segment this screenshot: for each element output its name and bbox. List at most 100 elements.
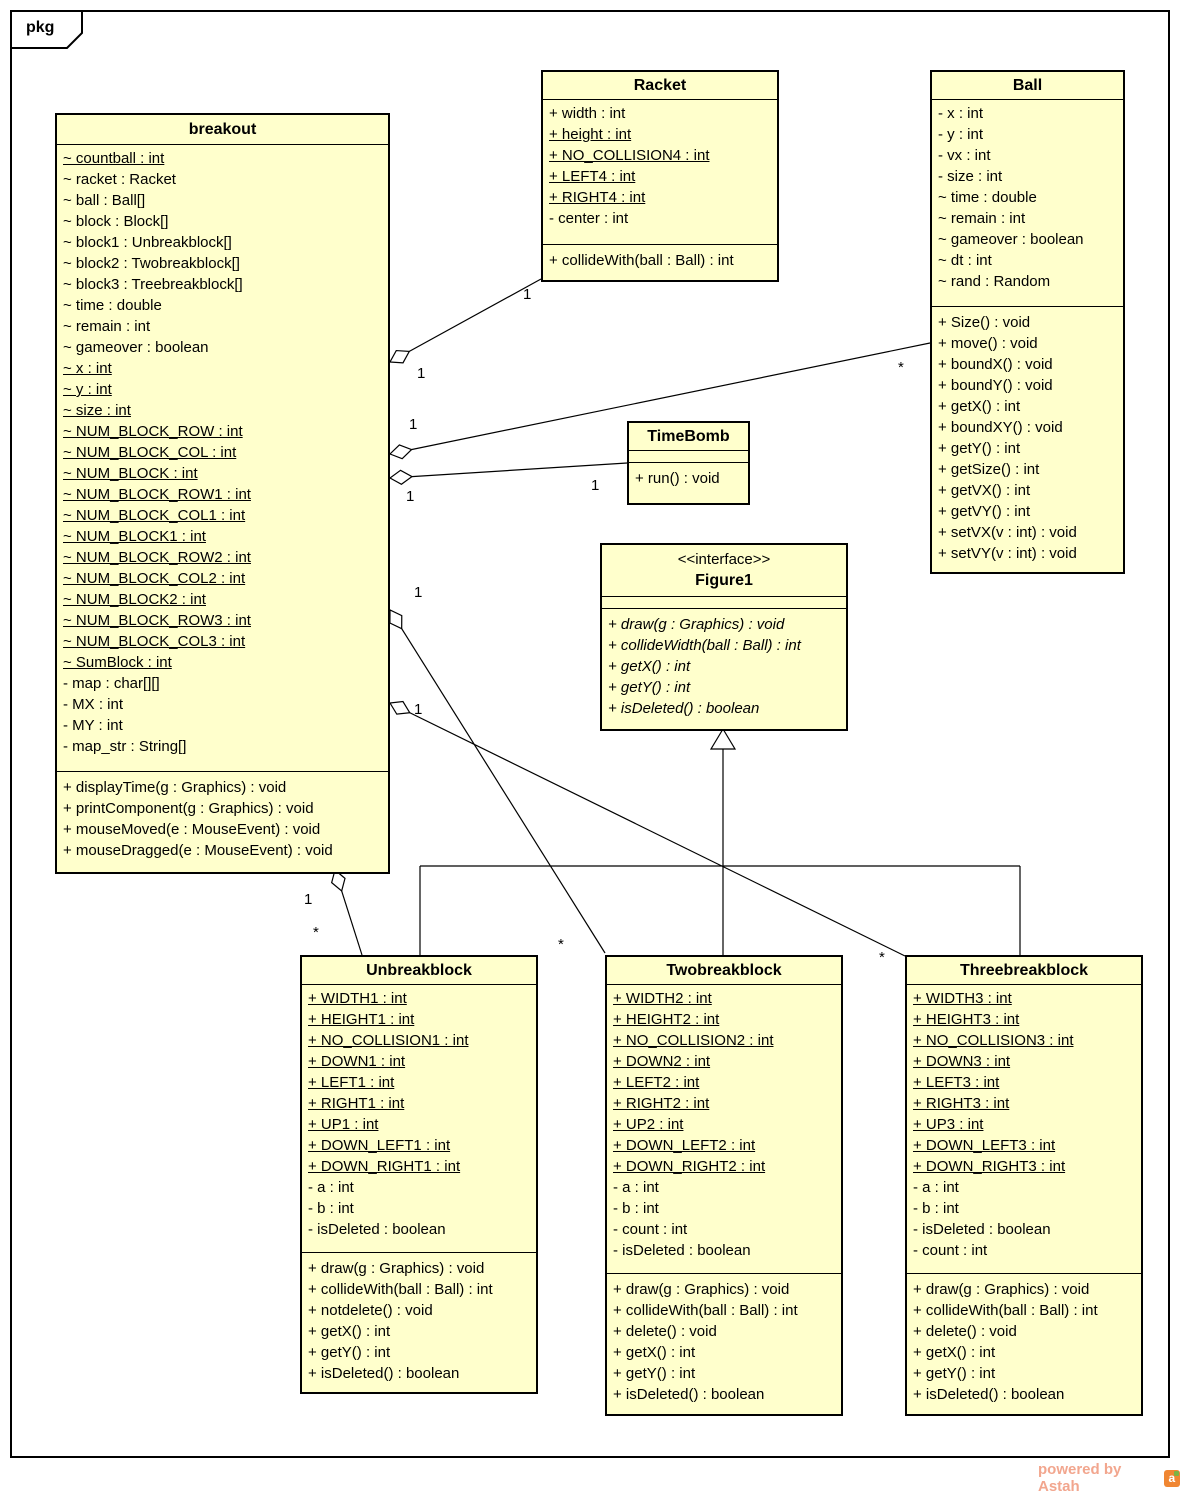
method-row[interactable]: + getY() : int xyxy=(913,1365,996,1382)
multiplicity-label[interactable]: 1 xyxy=(304,891,313,908)
method-row[interactable]: + draw(g : Graphics) : void xyxy=(613,1281,790,1298)
attribute-row[interactable]: ~ NUM_BLOCK_ROW1 : int xyxy=(63,486,251,503)
method-row[interactable]: + getX() : int xyxy=(913,1344,996,1361)
method-row[interactable]: + draw(g : Graphics) : void xyxy=(308,1260,485,1277)
attribute-row[interactable]: - a : int xyxy=(613,1179,659,1196)
attribute-row[interactable]: ~ remain : int xyxy=(63,318,151,335)
attribute-row[interactable]: - map : char[][] xyxy=(63,675,160,692)
attribute-row[interactable]: - MX : int xyxy=(63,696,124,713)
attribute-row[interactable]: + WIDTH3 : int xyxy=(913,990,1012,1007)
attribute-row[interactable]: + DOWN1 : int xyxy=(308,1053,406,1070)
attribute-row[interactable]: ~ y : int xyxy=(63,381,112,398)
attribute-row[interactable]: - b : int xyxy=(308,1200,354,1217)
method-row[interactable]: + isDeleted() : boolean xyxy=(608,700,760,717)
multiplicity-label[interactable]: * xyxy=(898,359,904,376)
attribute-row[interactable]: - isDeleted : boolean xyxy=(913,1221,1051,1238)
attribute-row[interactable]: + DOWN_RIGHT1 : int xyxy=(308,1158,461,1175)
multiplicity-label[interactable]: 1 xyxy=(414,701,423,718)
attribute-row[interactable]: - size : int xyxy=(938,168,1003,185)
attribute-row[interactable]: + DOWN3 : int xyxy=(913,1053,1011,1070)
attribute-row[interactable]: ~ NUM_BLOCK2 : int xyxy=(63,591,206,608)
multiplicity-label[interactable]: 1 xyxy=(409,416,418,433)
attribute-row[interactable]: + width : int xyxy=(549,105,626,122)
class-header[interactable]: Racket xyxy=(543,72,777,100)
class-header[interactable]: <<interface>>Figure1 xyxy=(602,545,846,597)
method-row[interactable]: + draw(g : Graphics) : void xyxy=(608,616,785,633)
attribute-row[interactable]: + UP3 : int xyxy=(913,1116,984,1133)
attribute-row[interactable]: - b : int xyxy=(613,1200,659,1217)
method-row[interactable]: + move() : void xyxy=(938,335,1038,352)
attribute-row[interactable]: - map_str : String[] xyxy=(63,738,187,755)
method-row[interactable]: + delete() : void xyxy=(913,1323,1017,1340)
attribute-row[interactable]: ~ NUM_BLOCK_COL2 : int xyxy=(63,570,246,587)
attribute-row[interactable]: + RIGHT1 : int xyxy=(308,1095,405,1112)
attribute-row[interactable]: ~ ball : Ball[] xyxy=(63,192,146,209)
method-row[interactable]: + isDeleted() : boolean xyxy=(308,1365,460,1382)
method-row[interactable]: + collideWith(ball : Ball) : int xyxy=(613,1302,798,1319)
class-header[interactable]: Unbreakblock xyxy=(302,957,536,985)
method-row[interactable]: + collideWith(ball : Ball) : int xyxy=(549,252,734,269)
attribute-row[interactable]: + UP2 : int xyxy=(613,1116,684,1133)
attribute-row[interactable]: - count : int xyxy=(913,1242,988,1259)
attribute-row[interactable]: ~ size : int xyxy=(63,402,131,419)
method-row[interactable]: + setVX(v : int) : void xyxy=(938,524,1077,541)
attribute-row[interactable]: ~ NUM_BLOCK_COL : int xyxy=(63,444,237,461)
multiplicity-label[interactable]: * xyxy=(879,949,885,966)
attribute-row[interactable]: ~ time : double xyxy=(938,189,1037,206)
class-box-twobreakblock[interactable]: Twobreakblock+ WIDTH2 : int+ HEIGHT2 : i… xyxy=(605,955,843,1416)
attribute-row[interactable]: + LEFT4 : int xyxy=(549,168,636,185)
method-row[interactable]: + getSize() : int xyxy=(938,461,1040,478)
class-box-racket[interactable]: Racket+ width : int+ height : int+ NO_CO… xyxy=(541,70,779,282)
attribute-row[interactable]: + HEIGHT1 : int xyxy=(308,1011,415,1028)
class-box-threebreakblock[interactable]: Threebreakblock+ WIDTH3 : int+ HEIGHT3 :… xyxy=(905,955,1143,1416)
attribute-row[interactable]: - y : int xyxy=(938,126,984,143)
attribute-row[interactable]: + UP1 : int xyxy=(308,1116,379,1133)
attribute-row[interactable]: + WIDTH1 : int xyxy=(308,990,407,1007)
method-row[interactable]: + run() : void xyxy=(635,470,720,487)
attribute-row[interactable]: - a : int xyxy=(308,1179,354,1196)
attribute-row[interactable]: - x : int xyxy=(938,105,984,122)
multiplicity-label[interactable]: * xyxy=(313,924,319,941)
attribute-row[interactable]: ~ NUM_BLOCK : int xyxy=(63,465,198,482)
method-row[interactable]: + boundXY() : void xyxy=(938,419,1063,436)
attribute-row[interactable]: + DOWN_RIGHT2 : int xyxy=(613,1158,766,1175)
attribute-row[interactable]: ~ x : int xyxy=(63,360,112,377)
method-row[interactable]: + getVX() : int xyxy=(938,482,1031,499)
attribute-row[interactable]: - b : int xyxy=(913,1200,959,1217)
attribute-row[interactable]: + NO_COLLISION3 : int xyxy=(913,1032,1074,1049)
method-row[interactable]: + setVY(v : int) : void xyxy=(938,545,1077,562)
attribute-row[interactable]: - MY : int xyxy=(63,717,123,734)
method-row[interactable]: + getY() : int xyxy=(938,440,1021,457)
attribute-row[interactable]: + DOWN_RIGHT3 : int xyxy=(913,1158,1066,1175)
method-row[interactable]: + delete() : void xyxy=(613,1323,717,1340)
attribute-row[interactable]: + NO_COLLISION1 : int xyxy=(308,1032,469,1049)
attribute-row[interactable]: ~ block2 : Twobreakblock[] xyxy=(63,255,240,272)
attribute-row[interactable]: ~ NUM_BLOCK_ROW3 : int xyxy=(63,612,251,629)
attribute-row[interactable]: ~ dt : int xyxy=(938,252,992,269)
method-row[interactable]: + getX() : int xyxy=(938,398,1021,415)
multiplicity-label[interactable]: 1 xyxy=(406,488,415,505)
attribute-row[interactable]: - vx : int xyxy=(938,147,991,164)
attribute-row[interactable]: + HEIGHT2 : int xyxy=(613,1011,720,1028)
method-row[interactable]: + mouseMoved(e : MouseEvent) : void xyxy=(63,821,321,838)
attribute-row[interactable]: - center : int xyxy=(549,210,629,227)
method-row[interactable]: + Size() : void xyxy=(938,314,1031,331)
attribute-row[interactable]: + DOWN_LEFT1 : int xyxy=(308,1137,451,1154)
attribute-row[interactable]: + NO_COLLISION4 : int xyxy=(549,147,710,164)
attribute-row[interactable]: + LEFT1 : int xyxy=(308,1074,395,1091)
class-box-figure1[interactable]: <<interface>>Figure1 + draw(g : Graphics)… xyxy=(600,543,848,731)
method-row[interactable]: + getY() : int xyxy=(608,679,691,696)
method-row[interactable]: + draw(g : Graphics) : void xyxy=(913,1281,1090,1298)
method-row[interactable]: + mouseDragged(e : MouseEvent) : void xyxy=(63,842,333,859)
method-row[interactable]: + isDeleted() : boolean xyxy=(613,1386,765,1403)
class-header[interactable]: breakout xyxy=(57,115,388,145)
method-row[interactable]: + getX() : int xyxy=(308,1323,391,1340)
attribute-row[interactable]: + RIGHT4 : int xyxy=(549,189,646,206)
attribute-row[interactable]: ~ block1 : Unbreakblock[] xyxy=(63,234,232,251)
attribute-row[interactable]: - isDeleted : boolean xyxy=(613,1242,751,1259)
attribute-row[interactable]: - count : int xyxy=(613,1221,688,1238)
method-row[interactable]: + getVY() : int xyxy=(938,503,1031,520)
attribute-row[interactable]: ~ countball : int xyxy=(63,150,165,167)
multiplicity-label[interactable]: * xyxy=(558,936,564,953)
class-box-unbreakblock[interactable]: Unbreakblock + WIDTH1 : int + HEIGHT1 : in… xyxy=(300,955,538,1394)
